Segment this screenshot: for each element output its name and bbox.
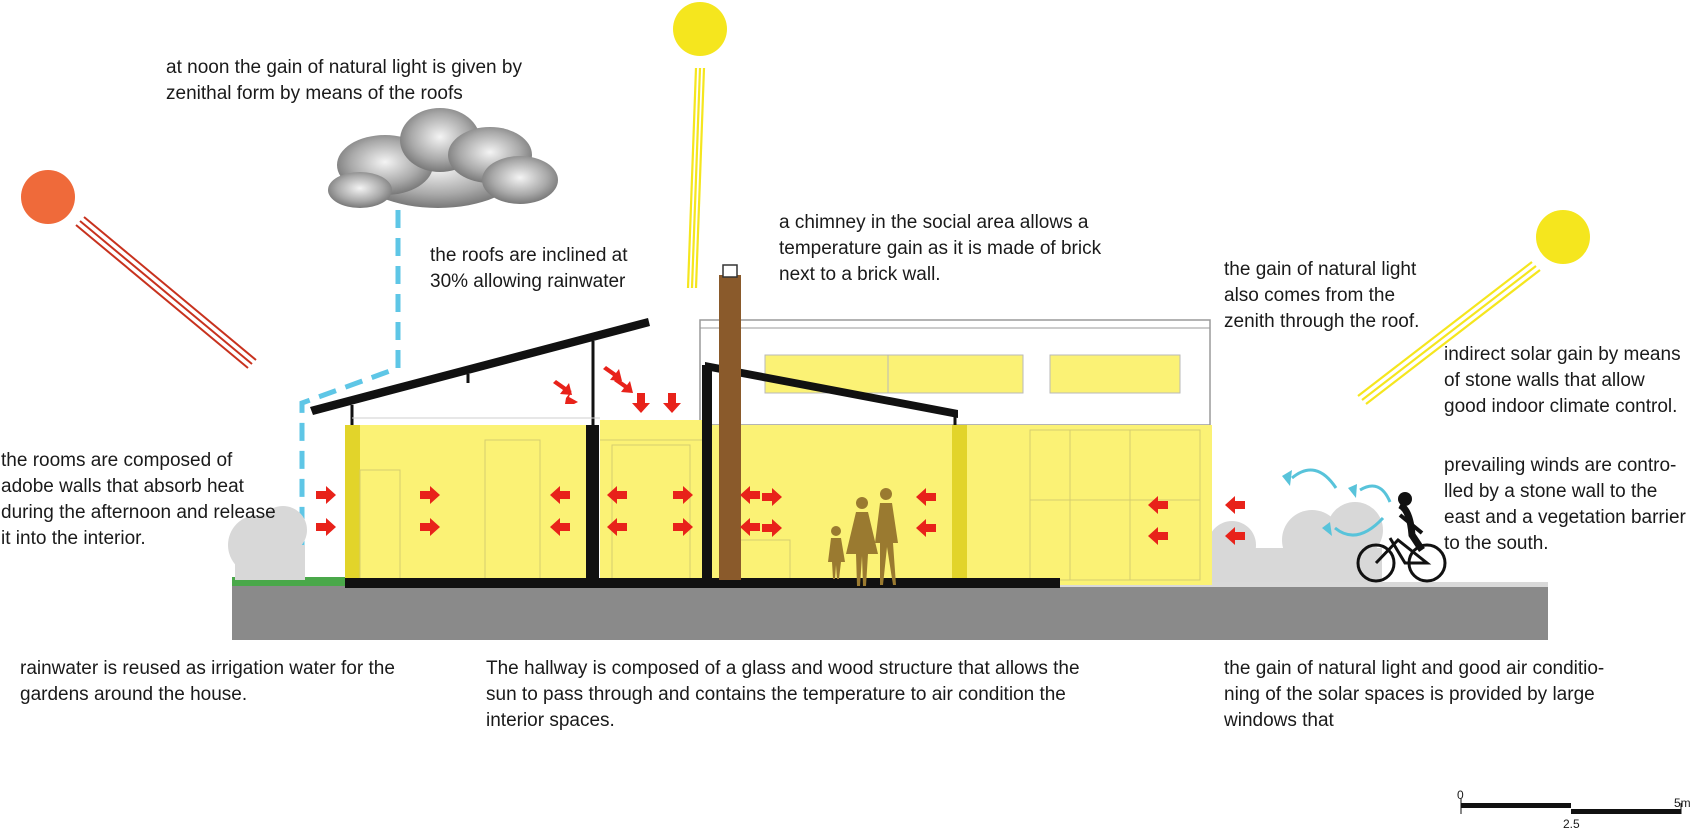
annotation-roofs-inclined: the roofs are inclined at 30% allowing r… xyxy=(430,245,628,292)
cyclist-figure xyxy=(1356,492,1447,583)
rainwater-flow-path xyxy=(299,210,401,585)
annotation-solar-spaces: the gain of natural light and good air c… xyxy=(1224,658,1605,731)
vegetation-barrier-west xyxy=(228,506,307,580)
west-pitched-roof xyxy=(310,318,650,425)
afternoon-sun-rays xyxy=(75,216,257,369)
noon-sun-rays xyxy=(686,67,706,289)
annotation-chimney: a chimney in the social area allows a te… xyxy=(779,212,1102,285)
lawn-strip xyxy=(232,577,348,586)
east-pitched-roof xyxy=(705,362,958,425)
scale-label-middle: 2.5 xyxy=(1563,817,1580,831)
ground-slab xyxy=(232,585,1548,640)
noon-sun-icon xyxy=(673,2,727,56)
scale-label-end: 5m xyxy=(1674,796,1691,810)
east-sun-rays xyxy=(1357,261,1541,405)
family-figures xyxy=(828,488,898,586)
rain-cloud-icon xyxy=(328,108,558,208)
interior-volumes xyxy=(345,420,1212,585)
afternoon-sun-icon xyxy=(21,170,75,224)
wind-arrows xyxy=(1282,468,1392,537)
annotation-zenith-light: the gain of natural light also comes fro… xyxy=(1224,259,1420,332)
annotation-indirect-gain: indirect solar gain by means of stone wa… xyxy=(1444,344,1681,417)
annotation-hallway: The hallway is composed of a glass and w… xyxy=(486,658,1080,731)
scale-label-start: 0 xyxy=(1457,788,1464,802)
annotation-rainwater: rainwater is reused as irrigation water … xyxy=(20,658,395,705)
annotation-noon-light: at noon the gain of natural light is giv… xyxy=(166,57,522,104)
paving-strip xyxy=(1060,582,1548,587)
structure xyxy=(345,365,1060,588)
heat-arrow-diagonal xyxy=(553,380,572,395)
annotation-prevailing-winds: prevailing winds are contro- lled by a s… xyxy=(1444,455,1686,554)
brick-chimney xyxy=(719,264,741,580)
east-sun-icon xyxy=(1536,210,1590,264)
scale-bar xyxy=(1460,799,1682,814)
heat-flow-arrows xyxy=(316,366,1245,545)
upper-block xyxy=(699,319,1211,426)
annotation-adobe-walls: the rooms are composed of adobe walls th… xyxy=(1,450,276,549)
